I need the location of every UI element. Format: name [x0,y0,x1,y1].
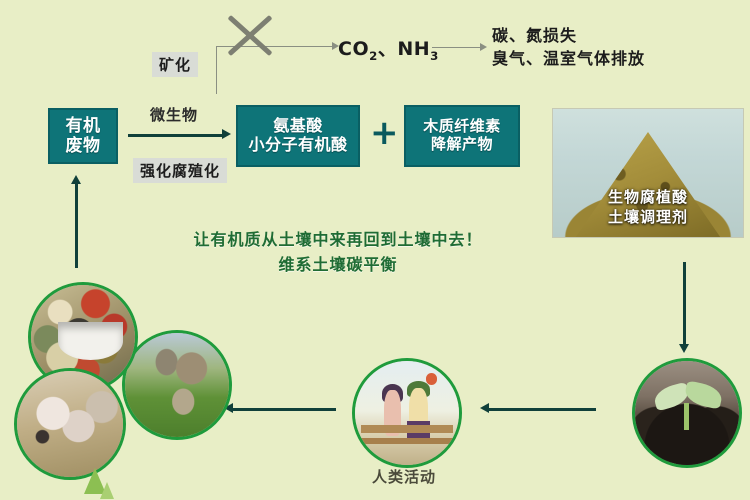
mineralization-path-vertical [216,46,217,94]
slogan-text: 让有机质从土壤中来再回到土壤中去！ 维系土壤碳平衡 [178,228,498,278]
pine-tree-crown-small [100,482,114,499]
circle-pigs [14,368,126,480]
lignin-line-2: 降解产物 [430,135,493,153]
emission-loss-text: 碳、氮损失 臭气、温室气体排放 [492,24,645,70]
gas-separator: 、 [377,38,398,60]
child-a-figure [384,390,401,436]
seedling-soil-photo [635,361,739,465]
waste-to-box-arrow-line [75,182,78,268]
loss-line-2: 臭气、温室气体排放 [492,49,646,69]
organic-waste-line-1: 有机 [65,115,101,136]
gas-co2: CO2 [338,38,378,63]
seedling-stem [683,402,690,430]
plus-sign: + [370,113,399,153]
humification-arrow-line [128,134,224,137]
soil-to-human-arrow-line [488,408,596,411]
lignocellulose-box: 木质纤维素 降解产物 [404,105,520,167]
loss-arrowhead [480,43,487,51]
human-activity-photo [355,361,459,465]
waste-bowl [58,322,123,360]
seedling-leaf-right [683,380,725,410]
product-photo-caption: 生物腐植酸 土壤调理剂 [553,188,743,227]
humification-arrowhead [222,129,231,139]
x-cross-icon [222,8,276,62]
mineralization-arrowhead [332,42,339,50]
circle-cattle [122,330,232,440]
human-to-animals-arrow-line [232,408,336,411]
fence-rail-top [361,425,453,433]
microbe-label: 微生物 [150,106,199,124]
enhanced-humification-tag: 强化腐殖化 [133,158,228,183]
amino-line-1: 氨基酸 [273,116,323,136]
pigs-photo [17,371,123,477]
circle-seedling-soil [632,358,742,468]
humic-acid-product-photo: 生物腐植酸 土壤调理剂 [552,108,744,238]
mineralization-tag: 矿化 [152,52,199,77]
organic-waste-line-2: 废物 [65,136,101,156]
amino-line-2: 小分子有机酸 [248,135,348,154]
amino-acid-box: 氨基酸 小分子有机酸 [236,105,360,167]
mineralization-path-horizontal [216,46,334,47]
pine-tree-icon [78,468,114,500]
gas-nh3: NH3 [397,38,439,63]
organic-waste-box: 有机 废物 [48,108,118,164]
gas-products-formula: CO2、NH3 [338,34,439,63]
waste-to-box-arrowhead [71,175,81,184]
lignin-line-1: 木质纤维素 [423,117,501,136]
product-caption-line-2: 土壤调理剂 [607,207,688,226]
slogan-line-1: 让有机质从土壤中来再回到土壤中去！ [193,230,483,249]
bird-icon [425,373,438,385]
loss-arrow-line [432,47,482,48]
cattle-photo [125,333,229,437]
human-activity-caption: 人类活动 [372,468,437,486]
circle-human-activity [352,358,462,468]
product-to-soil-arrow-line [683,262,686,346]
soil-to-human-arrowhead [480,403,489,413]
product-to-soil-arrowhead [679,344,689,353]
slogan-line-2: 维系土壤碳平衡 [278,254,398,274]
loss-line-1: 碳、氮损失 [492,26,578,45]
fence-rail-bottom [361,437,453,445]
product-caption-line-1: 生物腐植酸 [607,188,688,206]
